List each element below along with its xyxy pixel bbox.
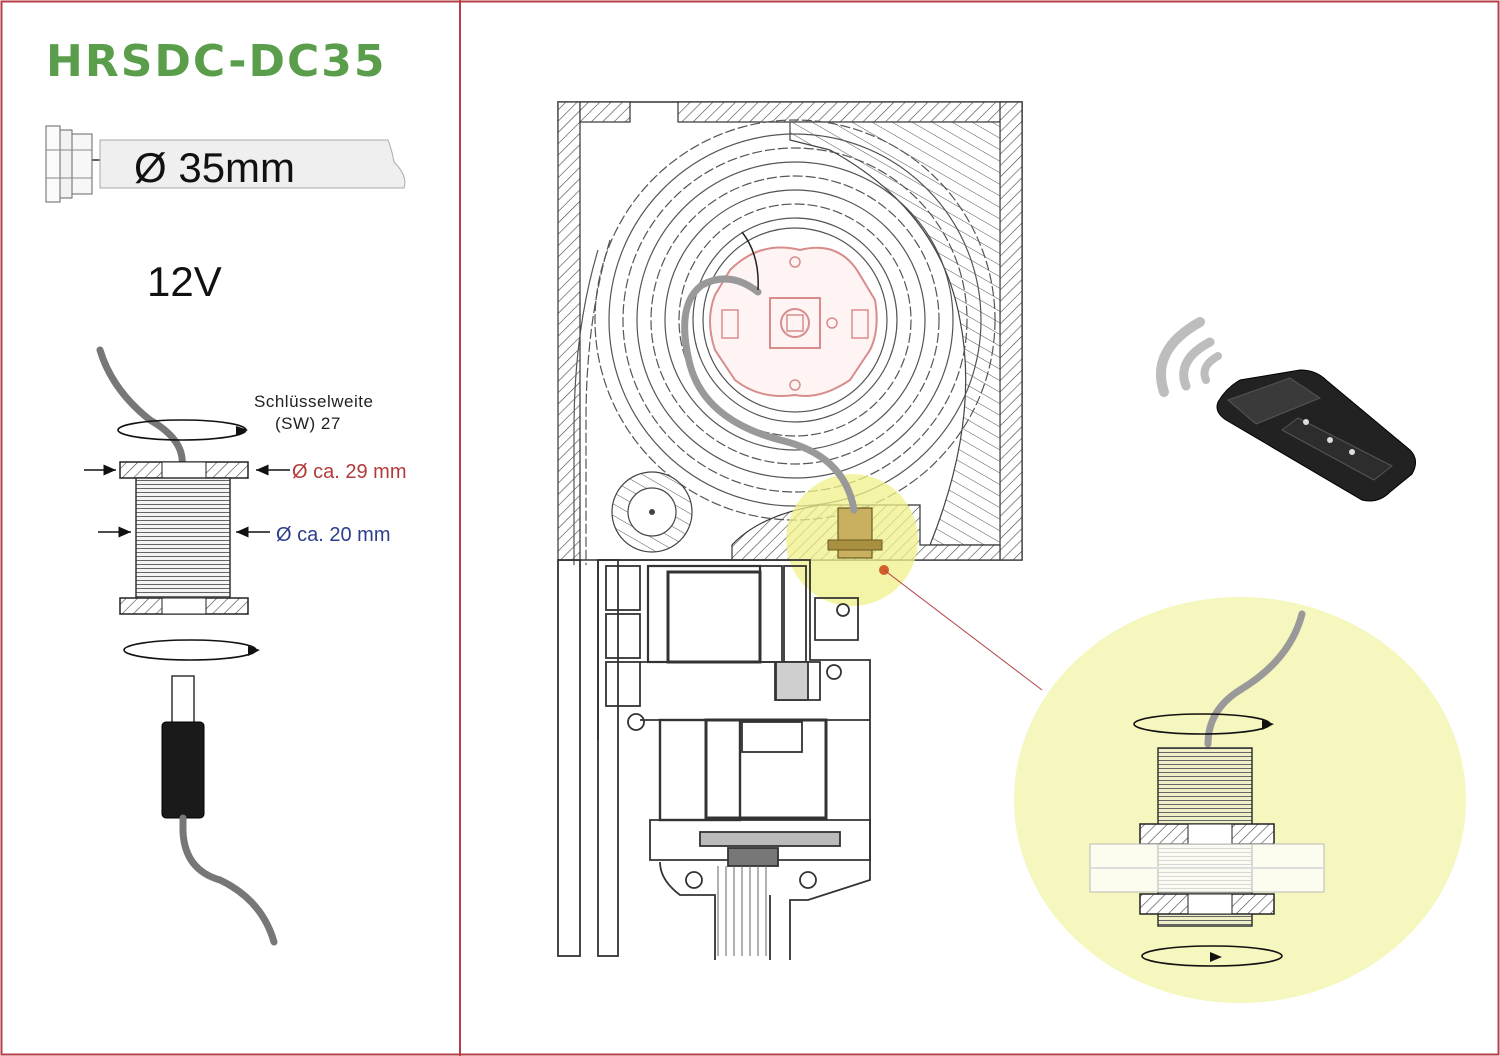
- motor-head-drawing: [709, 246, 878, 397]
- wrench-size-label: Schlüsselweite: [254, 392, 374, 411]
- tube-diameter-label: Ø 35mm: [134, 144, 296, 191]
- wrench-size-value: (SW) 27: [275, 414, 341, 433]
- wifi-signal-icon: [1155, 317, 1222, 397]
- gland-detail-zoom: [1014, 597, 1466, 1003]
- cable-gland-drawing: [84, 346, 290, 946]
- window-glass-lines: [717, 866, 767, 956]
- voltage-label: 12V: [147, 258, 222, 305]
- product-title: HRSDC-DC35: [46, 36, 387, 87]
- window-frame-profile: [557, 559, 871, 960]
- inner-diameter-label: Ø ca. 20 mm: [276, 524, 391, 546]
- motor-tube-drawing: [45, 125, 406, 203]
- roller-shutter-box: [557, 101, 1043, 691]
- remote-control-icon: [1216, 369, 1416, 502]
- outer-diameter-label: Ø ca. 29 mm: [292, 461, 407, 483]
